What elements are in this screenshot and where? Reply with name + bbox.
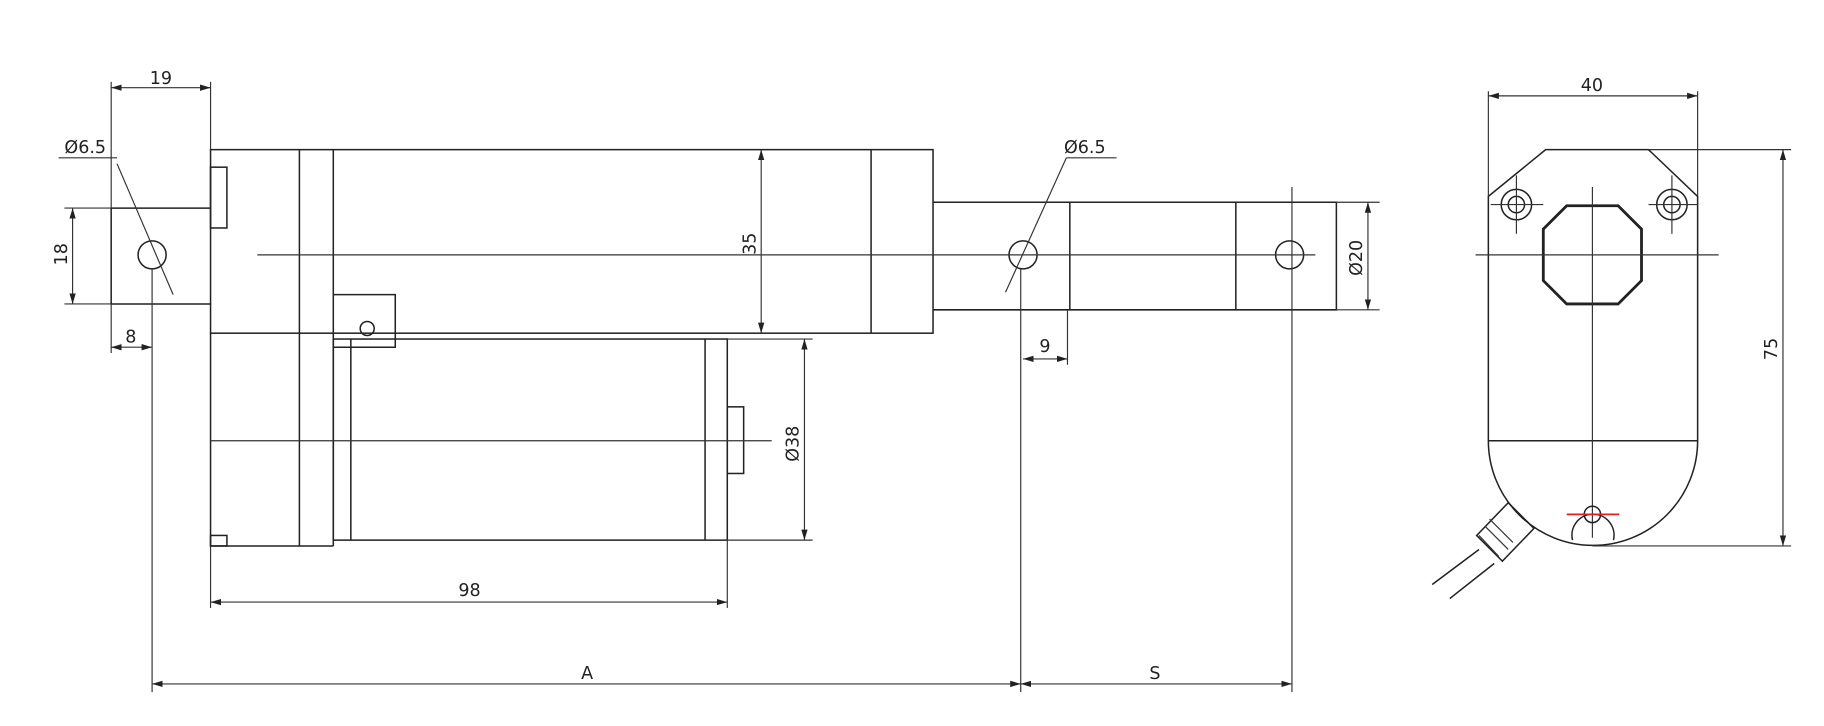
bottom-hole [1566, 505, 1620, 541]
dim-stroke: S [1149, 664, 1160, 684]
side-view: 19 Ø6.5 18 8 35 Ø6.5 Ø20 9 Ø38 98 A S [52, 69, 1380, 693]
dim-clevis-width: 19 [150, 69, 172, 89]
dim-clevis-hole-offset: 8 [125, 328, 136, 348]
dim-rod-diameter: Ø20 [1347, 240, 1367, 276]
mount-hole-left [1490, 175, 1544, 234]
dim-end-height: 75 [1762, 338, 1782, 360]
dim-clevis-hole: Ø6.5 [64, 138, 106, 158]
dim-motor-length: 98 [458, 581, 480, 601]
mount-hole-right [1648, 175, 1698, 234]
dim-rod-hole: Ø6.5 [1064, 138, 1106, 158]
dim-retracted-length: A [581, 664, 593, 684]
dim-clevis-height: 18 [52, 243, 72, 265]
dim-rod-hole-offset: 9 [1039, 337, 1050, 357]
dim-motor-diameter: Ø38 [784, 426, 804, 462]
extension-rod [933, 157, 1338, 311]
gearbox-body [209, 148, 934, 547]
center-bore [1541, 204, 1643, 306]
dim-body-height: 35 [740, 233, 760, 255]
motor [210, 293, 772, 541]
cable [1431, 501, 1536, 600]
dim-end-width: 40 [1581, 76, 1603, 96]
rear-clevis [110, 163, 211, 305]
end-view: 40 75 [1431, 76, 1792, 600]
